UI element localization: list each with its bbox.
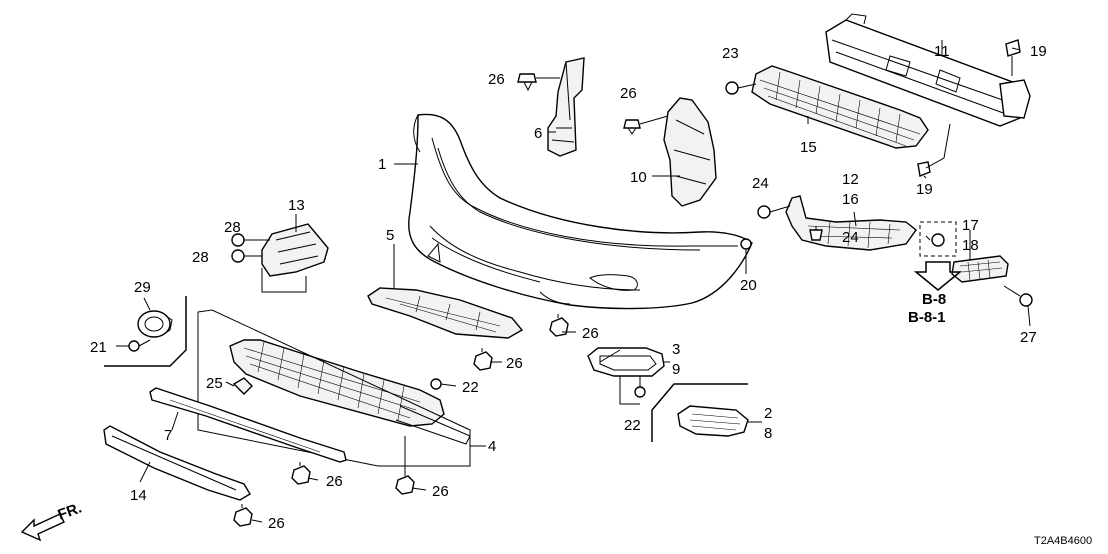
callout-22-fog: 22 — [624, 417, 641, 434]
reference-arrow — [913, 261, 963, 291]
screw-21[interactable] — [128, 339, 151, 352]
clip-26-center[interactable] — [623, 115, 669, 135]
callout-18: 18 — [962, 237, 979, 254]
callout-26-mid: 26 — [506, 355, 523, 372]
screw-22-fog[interactable] — [619, 376, 646, 405]
bumper-undercover[interactable] — [367, 287, 524, 339]
upper-side-bracket-right[interactable] — [663, 97, 717, 207]
bumper-absorber[interactable] — [751, 65, 929, 149]
callout-28-lower: 28 — [192, 249, 209, 266]
upper-side-bracket-left[interactable] — [547, 57, 585, 157]
callout-17: 17 — [962, 217, 979, 234]
lower-lip-spoiler[interactable] — [103, 425, 251, 501]
callout-4: 4 — [488, 438, 496, 455]
screw-28-upper[interactable] — [231, 233, 270, 247]
callout-12: 12 — [842, 171, 859, 188]
bumper-reinforcement-beam[interactable] — [825, 13, 1031, 127]
bolt-20[interactable] — [740, 238, 752, 256]
callout-24-upper: 24 — [752, 175, 769, 192]
clip-26-lower-a[interactable] — [291, 462, 311, 485]
clip-26-lower-b[interactable] — [395, 436, 415, 495]
front-direction-arrow: FR. — [20, 500, 85, 542]
callout-16: 16 — [842, 191, 859, 208]
callout-24-lower: 24 — [842, 229, 859, 246]
callout-13: 13 — [288, 197, 305, 214]
clip-26-undercover[interactable] — [549, 314, 569, 337]
bolt-24-upper[interactable] — [757, 205, 791, 219]
callout-27: 27 — [1020, 329, 1037, 346]
fog-light-cover[interactable] — [677, 405, 749, 437]
fasteners — [128, 39, 1033, 527]
front-bumper-face[interactable] — [408, 113, 753, 310]
callout-25: 25 — [206, 375, 223, 392]
callout-19-top: 19 — [1030, 43, 1047, 60]
bolt-23[interactable] — [725, 81, 757, 95]
callout-26-lower-a: 26 — [326, 473, 343, 490]
front-direction-label: FR. — [56, 500, 85, 524]
reference-label-b8-1: B-8-1 — [908, 309, 946, 326]
callout-3: 3 — [672, 341, 680, 358]
fog-light-garnish[interactable] — [587, 347, 665, 377]
callout-1: 1 — [378, 156, 386, 173]
diagram-code: T2A4B4600 — [1034, 535, 1092, 547]
clip-25[interactable] — [232, 377, 253, 395]
lower-grille[interactable] — [229, 339, 471, 445]
callout-21: 21 — [90, 339, 107, 356]
callout-7: 7 — [164, 427, 172, 444]
bolt-19-lower[interactable] — [917, 123, 951, 177]
callout-26-center: 26 — [620, 85, 637, 102]
screw-22-grille[interactable] — [430, 378, 457, 390]
callout-22-grille: 22 — [462, 379, 479, 396]
callout-26-top: 26 — [488, 71, 505, 88]
clip-26-top[interactable] — [517, 73, 560, 92]
clip-26-bottom[interactable] — [233, 504, 253, 527]
callout-26-lower-b: 26 — [432, 483, 449, 500]
callout-8: 8 — [764, 425, 772, 442]
callout-15: 15 — [800, 139, 817, 156]
callout-20: 20 — [740, 277, 757, 294]
callout-28-upper: 28 — [224, 219, 241, 236]
callout-numbers: 1 2 3 4 5 6 7 8 9 10 11 12 13 14 15 16 1… — [90, 43, 1047, 532]
tow-hook-cover[interactable] — [137, 310, 173, 338]
bolt-24-lower[interactable] — [809, 226, 823, 241]
reference-label-b8: B-8 — [922, 291, 946, 308]
license-plate-base[interactable] — [261, 223, 329, 293]
bolt-19-top[interactable] — [1005, 39, 1021, 76]
callout-29: 29 — [134, 279, 151, 296]
clip-26-mid[interactable] — [473, 348, 493, 371]
callout-19-lower: 19 — [916, 181, 933, 198]
callout-6: 6 — [534, 125, 542, 142]
callout-10: 10 — [630, 169, 647, 186]
callout-14: 14 — [130, 487, 147, 504]
callout-11: 11 — [934, 43, 950, 60]
clip-17-box[interactable] — [919, 221, 957, 257]
screw-28-lower[interactable] — [231, 249, 262, 263]
callout-23: 23 — [722, 45, 739, 62]
callout-26-bottom: 26 — [268, 515, 285, 532]
callout-5: 5 — [386, 227, 394, 244]
callout-2: 2 — [764, 405, 772, 422]
callout-9: 9 — [672, 361, 680, 378]
screw-27[interactable] — [1003, 285, 1033, 307]
tow-hook-inset-frame — [104, 296, 187, 367]
callout-26-undercover: 26 — [582, 325, 599, 342]
grille-molding[interactable] — [149, 387, 347, 463]
side-bracket-b8[interactable] — [951, 255, 1009, 283]
fog-cover-inset-frame — [651, 383, 748, 442]
callout-leaders — [116, 40, 1031, 523]
